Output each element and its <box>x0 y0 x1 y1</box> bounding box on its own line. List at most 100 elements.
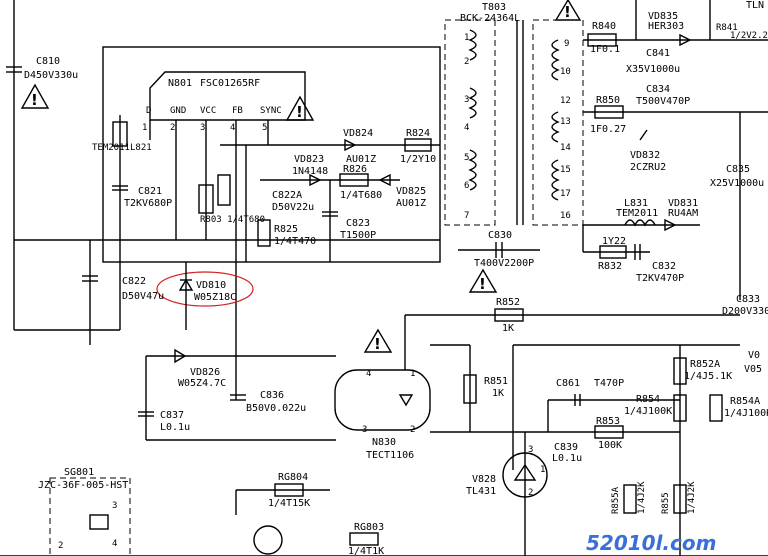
label-c837: C837 <box>160 410 184 421</box>
pin-number: 2 <box>410 425 415 435</box>
label-c841-value: X35V1000u <box>626 64 680 75</box>
label-l831: L831 <box>624 198 648 209</box>
label-c832: C832 <box>652 261 676 272</box>
label-c810-value: D450V330u <box>24 70 78 81</box>
label-c841: C841 <box>646 48 670 59</box>
warning-icon <box>363 328 393 353</box>
n801-ic <box>149 71 306 121</box>
label-c830-value: T400V2200P <box>474 258 534 269</box>
pin-fb-label: FB <box>232 106 243 116</box>
label-r851: R851 <box>484 376 508 387</box>
label-c833-value: D200V330 <box>722 306 768 317</box>
label-c822a: C822A <box>272 190 302 201</box>
warning-icon <box>20 83 50 109</box>
label-c821: C821 <box>138 186 162 197</box>
label-r854-value: 1/4J100K <box>624 406 672 417</box>
pin-number: 4 <box>464 123 469 133</box>
pin-number: 16 <box>560 211 571 221</box>
pin-number: 14 <box>560 143 571 153</box>
c830-block <box>458 242 540 258</box>
label-vd832-value: 2CZRU2 <box>630 162 666 173</box>
pin-d-label: D <box>146 106 151 116</box>
pin-vcc-label: VCC <box>200 106 216 116</box>
label-c822a-value: D50V22u <box>272 202 314 213</box>
label-c839-value: L0.1u <box>552 453 582 464</box>
label-r840-value: 1F0.1 <box>590 44 620 55</box>
pin-sync-label: SYNC <box>260 106 282 116</box>
label-l821: L821 <box>130 143 152 153</box>
label-t803: T803 <box>482 2 506 13</box>
pin-number: 2 <box>464 57 469 67</box>
warning-mark: ! <box>564 3 571 21</box>
pin-number: 3 <box>464 95 469 105</box>
warning-triangles <box>20 0 582 353</box>
pin-number: 3 <box>112 501 117 511</box>
label-c821-value: T2KV680P <box>124 198 172 209</box>
label-v828-value: TL431 <box>466 486 496 497</box>
pin-number: 13 <box>560 117 571 127</box>
label-r850: R850 <box>596 95 620 106</box>
pin-number: 3 <box>200 123 205 133</box>
pin-number: 17 <box>560 189 571 199</box>
label-vd825: VD825 <box>396 186 426 197</box>
pin-number: 2 <box>170 123 175 133</box>
label-r825-value: 1/4T470 <box>274 236 316 247</box>
label-vd823-value: 1N4148 <box>292 166 328 177</box>
label-vr2: V05 <box>744 364 762 375</box>
label-n830-value: TECT1106 <box>366 450 414 461</box>
n801-frame <box>102 46 441 263</box>
label-vd826-value: W05Z4.7C <box>178 378 226 389</box>
feedback-section <box>138 308 740 556</box>
label-r855a: R855A <box>611 486 621 514</box>
label-rg804: RG804 <box>278 472 308 483</box>
label-vd810-value: W05Z18C <box>194 292 236 303</box>
warning-icon <box>468 268 498 293</box>
label-c810: C810 <box>36 56 60 67</box>
pin-number: 12 <box>560 96 571 106</box>
secondary-section <box>582 0 768 300</box>
label-n801-part: FSC01265RF <box>200 78 260 89</box>
pin-number: 1 <box>540 465 545 475</box>
label-c832-value: T2KV470P <box>636 273 684 284</box>
pin-number: 15 <box>560 165 571 175</box>
label-r853-value: 100K <box>598 440 622 451</box>
label-v828: V828 <box>472 474 496 485</box>
label-vd831-value: RU4AM <box>668 208 698 219</box>
label-c823: C823 <box>346 218 370 229</box>
label-c861: C861 <box>556 378 580 389</box>
label-vr: V0 <box>748 350 760 361</box>
label-r832: R832 <box>598 261 622 272</box>
label-c822-value: D50V47u <box>122 291 164 302</box>
label-vd825-value: AU01Z <box>396 198 426 209</box>
label-c834-value: T500V470P <box>636 96 690 107</box>
label-r853: R853 <box>596 416 620 427</box>
warning-icon <box>554 0 582 21</box>
label-r851-value: 1K <box>492 388 504 399</box>
label-c830: C830 <box>488 230 512 241</box>
label-r852: R852 <box>496 297 520 308</box>
label-r826-value: 1/4T680 <box>340 190 382 201</box>
label-vd832: VD832 <box>630 150 660 161</box>
label-r850-value: 1F0.27 <box>590 124 626 135</box>
pin-number: 9 <box>564 39 569 49</box>
label-c837-value: L0.1u <box>160 422 190 433</box>
warning-mark: ! <box>296 103 303 121</box>
pin-number: 10 <box>560 67 571 77</box>
label-r825: R825 <box>274 224 298 235</box>
label-c836-value: B50V0.022u <box>246 403 306 414</box>
label-r852a: R852A <box>690 359 720 370</box>
label-n830: N830 <box>372 437 396 448</box>
primary-section <box>6 0 441 400</box>
label-r852a-value: 1/4J5.1K <box>684 371 732 382</box>
label-r855-value: 1/4J2K <box>687 481 697 514</box>
pin-number: 6 <box>464 181 469 191</box>
label-r841: R841 <box>716 23 738 33</box>
label-c823-value: T1500P <box>340 230 376 241</box>
warning-mark: ! <box>31 91 38 109</box>
label-l831-value: TEM2011 <box>616 208 658 219</box>
label-r803: R803 1/4T680 <box>200 215 265 225</box>
label-c834: C834 <box>646 84 670 95</box>
label-vd831: VD831 <box>668 198 698 209</box>
label-vd810: VD810 <box>196 280 226 291</box>
